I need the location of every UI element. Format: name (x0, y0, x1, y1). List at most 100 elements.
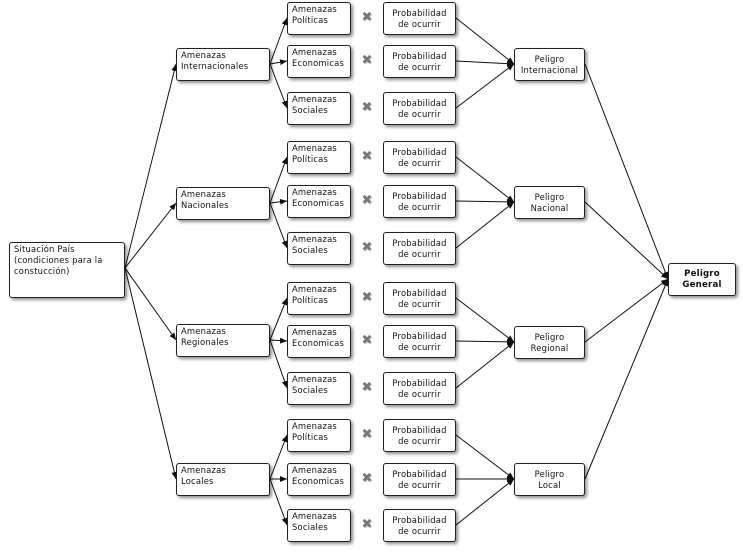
sub-amenaza-2-2: Amenazas Sociales (287, 372, 351, 405)
prob-to-peligro-connector (455, 434, 515, 480)
probability-0-2-label: Probabilidad de ocurrir (392, 97, 447, 119)
sub-amenaza-3-2: Amenazas Sociales (287, 509, 351, 542)
probability-2-1: Probabilidad de ocurrir (383, 325, 456, 358)
group-peligro-0-label: Peligro Internacional (520, 53, 579, 75)
general-danger-node: Peligro General (668, 263, 736, 296)
probability-0-0: Probabilidad de ocurrir (383, 2, 456, 35)
group-to-sub-connector (269, 198, 288, 205)
sub-amenaza-2-0: Amenazas Políticas (287, 282, 351, 315)
prob-to-peligro-connector (455, 60, 515, 67)
prob-to-peligro-connector (455, 156, 515, 203)
root-node: Situación País (condiciones para la cons… (9, 242, 125, 298)
prob-to-peligro-connector (455, 201, 515, 249)
group-peligro-1: Peligro Nacional (514, 186, 585, 219)
root-to-group-connector (124, 63, 178, 269)
probability-0-1-label: Probabilidad de ocurrir (392, 50, 447, 72)
sub-amenaza-0-2: Amenazas Sociales (287, 92, 351, 125)
multiply-icon: ✖ (361, 53, 373, 68)
prob-to-peligro-connector (455, 17, 515, 65)
sub-amenaza-3-2-label: Amenazas Sociales (292, 511, 337, 532)
probability-3-2-label: Probabilidad de ocurrir (392, 514, 447, 536)
peligro-to-general-connector (584, 278, 669, 343)
group-peligro-2: Peligro Regional (514, 326, 585, 359)
probability-3-1-label: Probabilidad de ocurrir (392, 468, 447, 490)
sub-amenaza-0-1-label: Amenazas Economicas (292, 47, 345, 68)
general-label: Peligro General (682, 268, 722, 290)
group-amenaza-2: Amenazas Regionales (176, 324, 270, 357)
root-to-group-connector (124, 267, 178, 480)
multiply-icon: ✖ (361, 100, 373, 115)
group-to-sub-connector (269, 297, 288, 341)
group-amenaza-2-label: Amenazas Regionales (181, 326, 229, 347)
probability-1-0-label: Probabilidad de ocurrir (392, 146, 447, 168)
group-to-sub-connector (269, 59, 288, 66)
prob-to-peligro-connector (455, 297, 515, 343)
group-to-sub-connector (269, 337, 288, 344)
probability-1-2-label: Probabilidad de ocurrir (392, 237, 447, 259)
group-peligro-3: Peligro Local (514, 463, 585, 496)
sub-amenaza-2-1: Amenazas Economicas (287, 325, 351, 358)
prob-to-peligro-connector (455, 478, 515, 526)
peligro-to-general-connector (584, 278, 669, 480)
sub-amenaza-1-2: Amenazas Sociales (287, 232, 351, 265)
sub-amenaza-1-0-label: Amenazas Políticas (292, 143, 337, 164)
probability-2-0: Probabilidad de ocurrir (383, 282, 456, 315)
prob-to-peligro-connector (455, 341, 515, 389)
multiply-icon: ✖ (361, 471, 373, 486)
multiply-icon: ✖ (361, 149, 373, 164)
multiply-icon: ✖ (361, 517, 373, 532)
peligro-to-general-connector (584, 201, 669, 280)
group-amenaza-1: Amenazas Nacionales (176, 187, 270, 220)
sub-amenaza-0-2-label: Amenazas Sociales (292, 94, 337, 115)
sub-amenaza-0-0-label: Amenazas Políticas (292, 4, 337, 25)
group-amenaza-1-label: Amenazas Nacionales (181, 189, 229, 210)
probability-1-2: Probabilidad de ocurrir (383, 232, 456, 265)
group-to-sub-connector (269, 202, 288, 249)
group-peligro-2-label: Peligro Regional (530, 331, 569, 353)
group-to-sub-connector (269, 478, 288, 526)
sub-amenaza-1-2-label: Amenazas Sociales (292, 234, 337, 255)
group-peligro-3-label: Peligro Local (534, 468, 565, 490)
group-peligro-1-label: Peligro Nacional (530, 191, 569, 213)
sub-amenaza-3-1: Amenazas Economicas (287, 463, 351, 496)
sub-amenaza-3-1-label: Amenazas Economicas (292, 465, 345, 486)
group-to-sub-connector (269, 339, 288, 389)
probability-3-1: Probabilidad de ocurrir (383, 463, 456, 496)
peligro-to-general-connector (584, 63, 669, 280)
multiply-icon: ✖ (361, 240, 373, 255)
probability-0-0-label: Probabilidad de ocurrir (392, 7, 447, 29)
probability-0-2: Probabilidad de ocurrir (383, 92, 456, 125)
probability-2-0-label: Probabilidad de ocurrir (392, 287, 447, 309)
sub-amenaza-2-1-label: Amenazas Economicas (292, 327, 345, 348)
multiply-icon: ✖ (361, 193, 373, 208)
probability-3-0-label: Probabilidad de ocurrir (392, 424, 447, 446)
probability-2-2-label: Probabilidad de ocurrir (392, 377, 447, 399)
sub-amenaza-0-0: Amenazas Políticas (287, 2, 351, 35)
prob-to-peligro-connector (455, 198, 515, 205)
probability-2-1-label: Probabilidad de ocurrir (392, 330, 447, 352)
sub-amenaza-3-0-label: Amenazas Políticas (292, 421, 337, 442)
multiply-icon: ✖ (361, 380, 373, 395)
multiply-icon: ✖ (361, 427, 373, 442)
probability-0-1: Probabilidad de ocurrir (383, 45, 456, 78)
group-to-sub-connector (269, 63, 288, 109)
prob-to-peligro-connector (455, 63, 515, 109)
group-to-sub-connector (269, 17, 288, 65)
multiply-icon: ✖ (361, 290, 373, 305)
prob-to-peligro-connector (455, 338, 515, 345)
multiply-icon: ✖ (361, 10, 373, 25)
probability-3-2: Probabilidad de ocurrir (383, 509, 456, 542)
sub-amenaza-0-1: Amenazas Economicas (287, 45, 351, 78)
multiply-icon: ✖ (361, 333, 373, 348)
probability-1-0: Probabilidad de ocurrir (383, 141, 456, 174)
root-to-group-connector (124, 202, 177, 269)
group-to-sub-connector (269, 156, 288, 204)
group-amenaza-3: Amenazas Locales (176, 463, 270, 496)
probability-1-1-label: Probabilidad de ocurrir (392, 190, 447, 212)
sub-amenaza-1-1: Amenazas Economicas (287, 185, 351, 218)
sub-amenaza-3-0: Amenazas Políticas (287, 419, 351, 452)
group-peligro-0: Peligro Internacional (514, 48, 585, 81)
probability-1-1: Probabilidad de ocurrir (383, 185, 456, 218)
